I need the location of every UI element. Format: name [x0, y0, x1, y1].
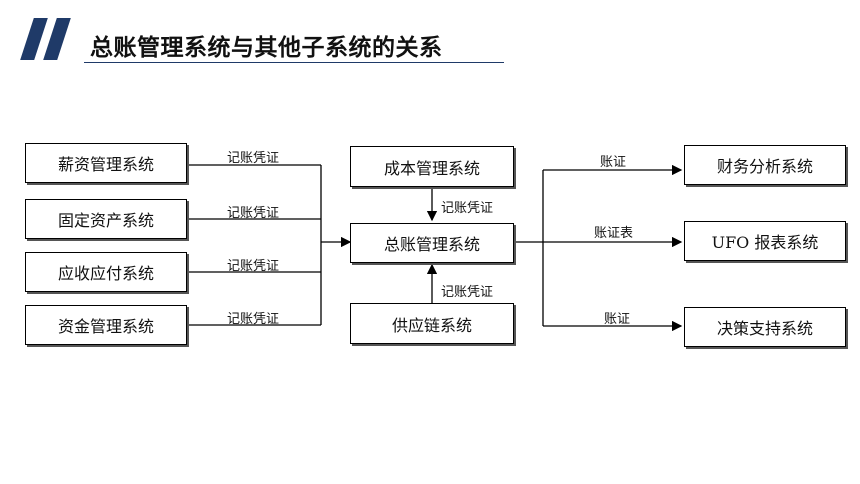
label-account: 账证: [604, 312, 631, 327]
title-bar: 总账管理系统与其他子系统的关系: [0, 0, 860, 80]
label-voucher-cost: 记账凭证: [441, 201, 494, 216]
page-title: 总账管理系统与其他子系统的关系: [90, 35, 443, 61]
label-voucher: 记账凭证: [227, 206, 280, 221]
label-voucher: 记账凭证: [227, 151, 280, 166]
box-finance-analysis: 财务分析系统: [684, 145, 846, 185]
label-voucher: 记账凭证: [227, 312, 280, 327]
box-decision-support: 决策支持系统: [684, 307, 846, 347]
box-ufo-report: UFO 报表系统: [684, 221, 846, 261]
box-fixed-assets: 固定资产系统: [25, 199, 187, 239]
label-account-table: 账证表: [594, 226, 634, 241]
label-voucher-supply: 记账凭证: [441, 285, 494, 300]
box-cost: 成本管理系统: [350, 146, 514, 187]
box-salary: 薪资管理系统: [25, 143, 187, 183]
label-account: 账证: [600, 155, 627, 170]
box-receivable-payable: 应收应付系统: [25, 252, 187, 292]
box-general-ledger: 总账管理系统: [350, 223, 514, 263]
box-fund: 资金管理系统: [25, 305, 187, 345]
box-supply-chain: 供应链系统: [350, 303, 514, 344]
title-underline: [84, 62, 504, 63]
label-voucher: 记账凭证: [227, 259, 280, 274]
